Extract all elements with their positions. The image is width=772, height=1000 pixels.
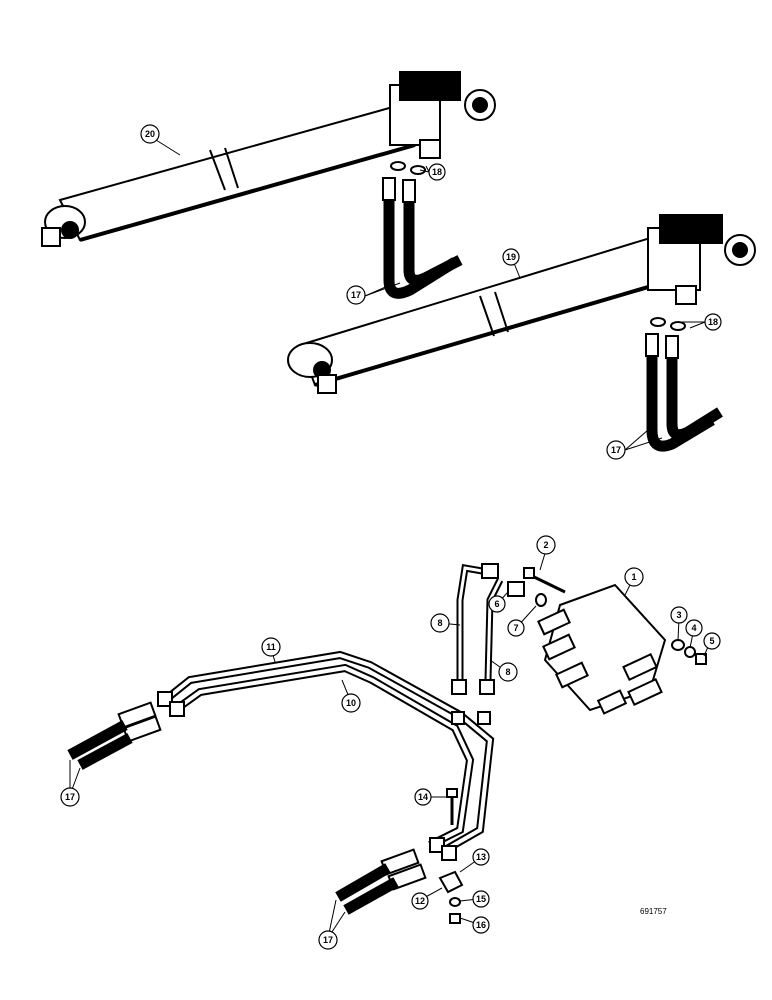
callout-13 — [472, 848, 490, 866]
callout-label-11: 11 — [266, 642, 276, 652]
callout-20 — [140, 124, 160, 144]
line-fittings-8 — [451, 563, 499, 695]
callout-label-2: 2 — [543, 540, 548, 550]
callout-label-16: 16 — [476, 920, 486, 930]
callout-17d — [318, 930, 338, 950]
hydraulic-cylinder-upper — [41, 71, 496, 247]
callout-labels: 1 2 3 4 5 6 7 8 8 10 11 12 13 14 15 16 1… — [65, 129, 718, 945]
callout-8b — [498, 662, 518, 682]
callout-label-17c: 17 — [65, 792, 75, 802]
o-rings-upper — [390, 161, 426, 175]
callout-label-14: 14 — [418, 792, 428, 802]
valve-hardware — [507, 567, 707, 665]
callout-label-18a: 18 — [432, 167, 442, 177]
callout-label-13: 13 — [476, 852, 486, 862]
tee-fittings — [157, 691, 491, 861]
drawing-number: 691757 — [640, 907, 667, 916]
callouts — [60, 124, 722, 950]
hoses-left — [67, 701, 162, 770]
hydraulic-cylinder-lower — [287, 214, 756, 394]
hoses-lower — [645, 333, 723, 452]
callout-label-10: 10 — [346, 698, 356, 708]
callout-label-8b: 8 — [505, 667, 510, 677]
callout-16 — [472, 916, 490, 934]
callout-17a — [346, 285, 366, 305]
steel-lines-10-11-inner — [163, 652, 493, 852]
callout-19 — [502, 248, 520, 266]
callout-label-19: 19 — [506, 252, 516, 262]
callout-label-17a: 17 — [351, 290, 361, 300]
callout-label-17b: 17 — [611, 445, 621, 455]
callout-label-8a: 8 — [437, 618, 442, 628]
callout-12 — [411, 892, 429, 910]
callout-4 — [685, 619, 703, 637]
callout-17b — [606, 440, 626, 460]
callout-6 — [488, 595, 506, 613]
callout-10 — [341, 693, 361, 713]
callout-label-3: 3 — [676, 610, 681, 620]
o-rings-lower — [650, 317, 686, 331]
callout-label-6: 6 — [494, 599, 499, 609]
callout-label-12: 12 — [415, 896, 425, 906]
callout-3 — [670, 606, 688, 624]
steel-lines-10-11 — [162, 650, 495, 854]
callout-11 — [261, 637, 281, 657]
callout-label-7: 7 — [513, 623, 518, 633]
callout-18a — [428, 163, 446, 181]
callout-label-1: 1 — [631, 572, 636, 582]
hoses-upper — [382, 177, 463, 299]
callout-14 — [414, 788, 432, 806]
callout-label-5: 5 — [709, 636, 714, 646]
callout-7 — [507, 619, 525, 637]
callout-2 — [536, 535, 556, 555]
callout-15 — [472, 890, 490, 908]
callout-1 — [624, 567, 644, 587]
callout-label-20: 20 — [145, 129, 155, 139]
control-valve — [537, 583, 667, 715]
callout-label-17d: 17 — [323, 935, 333, 945]
callout-label-18b: 18 — [708, 317, 718, 327]
callout-label-15: 15 — [476, 894, 486, 904]
hoses-bottom — [335, 848, 427, 915]
callout-5 — [703, 632, 721, 650]
callout-18b — [704, 313, 722, 331]
callout-label-4: 4 — [691, 623, 696, 633]
callout-8a — [430, 613, 450, 633]
callout-17c — [60, 787, 80, 807]
